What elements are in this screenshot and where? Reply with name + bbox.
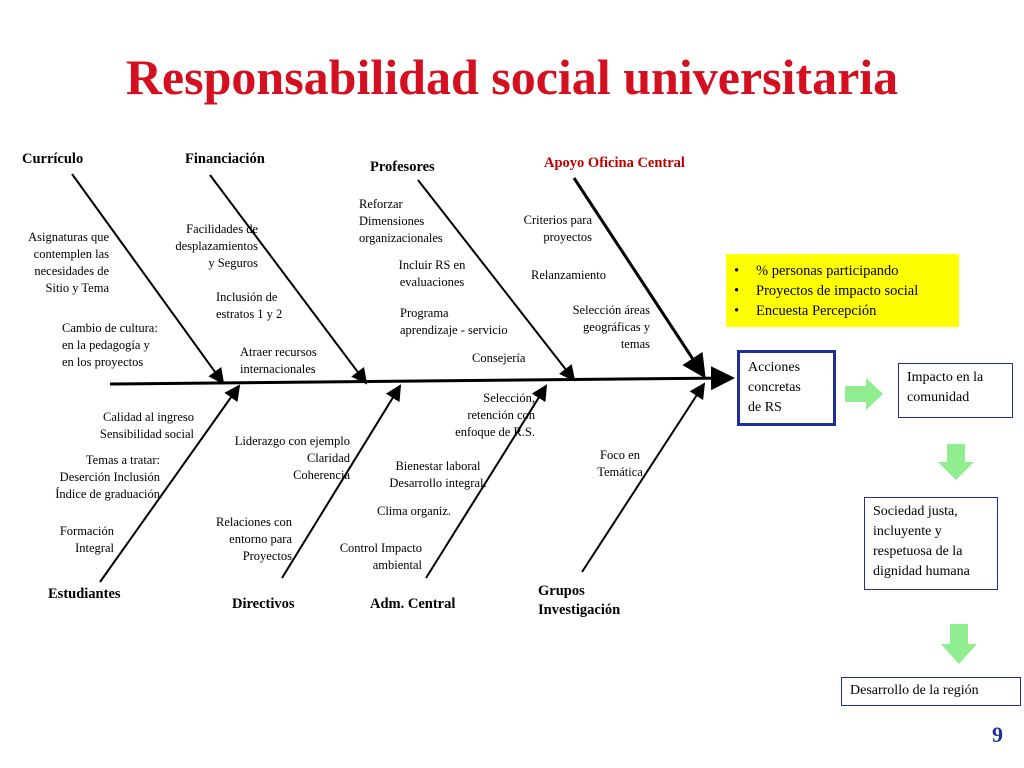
- cause-label: Calidad al ingreso Sensibilidad social: [99, 410, 194, 441]
- arrow-down-icon: [938, 444, 974, 480]
- category-financiacion: Financiación: [185, 151, 265, 167]
- cause-label: Control Impacto ambiental: [339, 541, 422, 572]
- bone-estudiantes: [99, 384, 241, 583]
- bone-curriculo: [71, 173, 225, 385]
- cause-label: Reforzar Dimensiones organizacionales: [359, 197, 443, 245]
- bone-directivos: [281, 384, 402, 579]
- arrow-down-icon: [941, 624, 977, 664]
- desarrollo-box: Desarrollo de la región: [841, 677, 1021, 706]
- cause-label: Facilidades de desplazamientos y Seguros: [175, 222, 258, 270]
- cause-label: Incluir RS en evaluaciones: [398, 258, 466, 289]
- cause-label: Relaciones con entorno para Proyectos: [215, 515, 292, 563]
- category-adm-central: Adm. Central: [370, 596, 456, 612]
- bone-adm-central: [425, 384, 548, 579]
- impacto-box: Impacto en la comunidad: [898, 363, 1013, 418]
- fishbone-spine: [109, 366, 735, 391]
- cause-label: Formación Integral: [59, 524, 114, 555]
- slide-title: Responsabilidad social universitaria: [125, 49, 899, 105]
- category-curriculo: Currículo: [22, 151, 84, 167]
- page-number: 9: [992, 722, 1003, 747]
- indicator-item: Proyectos de impacto social: [734, 281, 953, 301]
- cause-label: Clima organiz.: [377, 504, 452, 518]
- indicator-item: % personas participando: [734, 261, 953, 281]
- indicator-item: Encuesta Percepción: [734, 301, 953, 321]
- indicators-box: % personas participando Proyectos de imp…: [726, 254, 959, 327]
- arrow-right-icon: [845, 378, 883, 410]
- cause-label: Cambio de cultura: en la pedagogía y en …: [62, 321, 158, 369]
- bone-profesores: [417, 179, 576, 382]
- cause-label: Selección, retención con enfoque de R.S.: [455, 391, 535, 439]
- category-profesores: Profesores: [370, 159, 435, 175]
- cause-label: Foco en Temática: [597, 448, 643, 479]
- cause-label: Bienestar laboral Desarrollo integral.: [389, 459, 487, 490]
- category-directivos: Directivos: [232, 596, 295, 612]
- cause-label: Criterios para proyectos: [523, 213, 592, 244]
- cause-label: Consejería: [472, 351, 526, 365]
- cause-label: Temas a tratar: Deserción Inclusión Índi…: [55, 453, 160, 501]
- bone-grupos: [581, 382, 706, 573]
- cause-label: Inclusión de estratos 1 y 2: [216, 290, 283, 321]
- bone-apoyo: [572, 177, 706, 379]
- category-estudiantes: Estudiantes: [48, 586, 121, 602]
- cause-label: Programa aprendizaje - servicio: [400, 306, 508, 337]
- cause-label: Asignaturas que contemplen las necesidad…: [28, 230, 109, 295]
- cause-label: Relanzamiento: [531, 268, 606, 282]
- category-grupos: Grupos Investigación: [538, 583, 621, 618]
- bone-financiacion: [209, 174, 368, 385]
- acciones-box: Acciones concretas de RS: [737, 350, 836, 426]
- cause-label: Atraer recursos internacionales: [240, 345, 317, 376]
- cause-label: Liderazgo con ejemplo Claridad Coherenci…: [234, 434, 350, 482]
- sociedad-box: Sociedad justa, incluyente y respetuosa …: [864, 497, 998, 590]
- cause-label: Selección áreas geográficas y temas: [572, 303, 650, 351]
- category-apoyo: Apoyo Oficina Central: [544, 155, 685, 171]
